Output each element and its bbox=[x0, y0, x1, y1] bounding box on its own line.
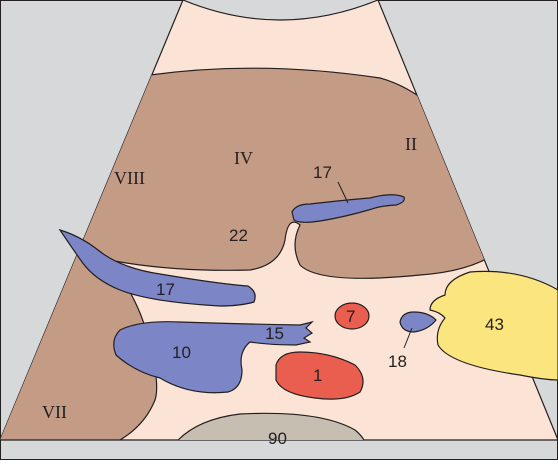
label-segment-viii: VIII bbox=[114, 168, 145, 188]
label-segment-vii: VII bbox=[42, 402, 67, 422]
label-segment-ii: II bbox=[405, 134, 417, 154]
label-90: 90 bbox=[268, 429, 287, 448]
label-15: 15 bbox=[265, 324, 284, 343]
label-18: 18 bbox=[388, 352, 407, 371]
label-43: 43 bbox=[485, 315, 504, 334]
label-10: 10 bbox=[172, 343, 191, 362]
label-17-top: 17 bbox=[313, 163, 332, 182]
label-22: 22 bbox=[229, 226, 248, 245]
label-1: 1 bbox=[313, 366, 322, 385]
label-17-mid: 17 bbox=[156, 280, 175, 299]
label-7: 7 bbox=[346, 307, 355, 326]
label-segment-iv: IV bbox=[234, 148, 253, 168]
